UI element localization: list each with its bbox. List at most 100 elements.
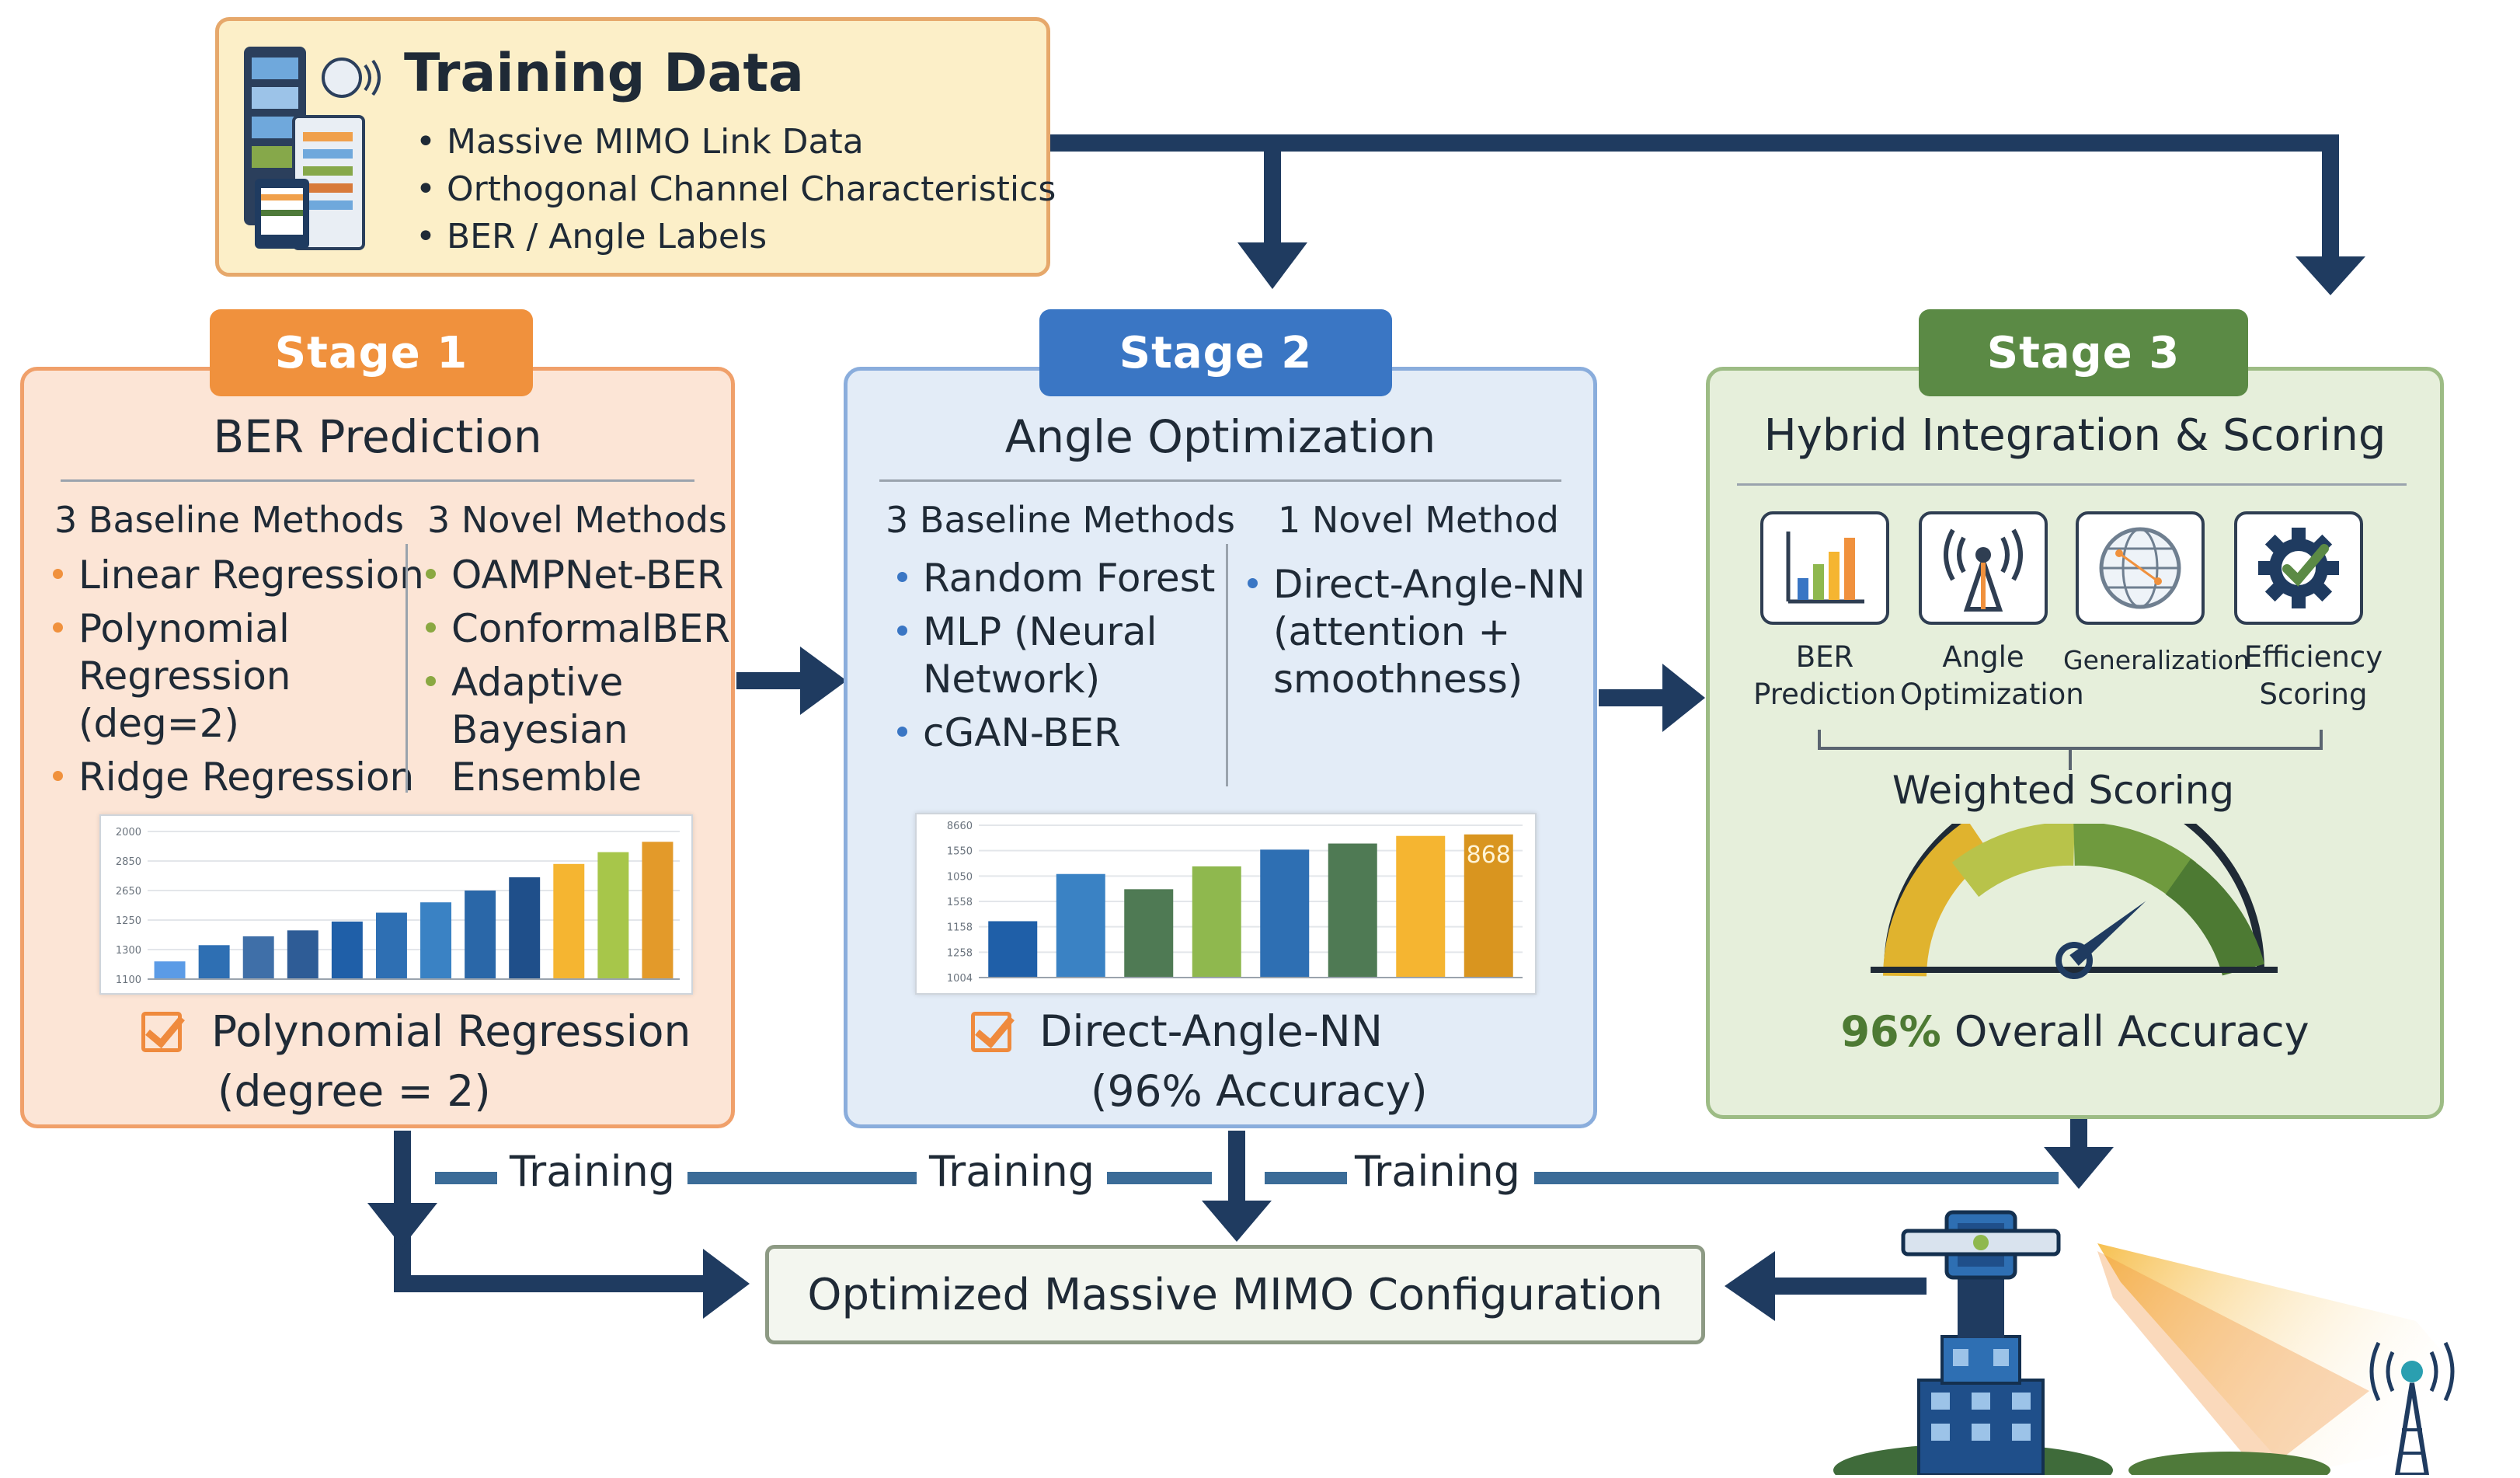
chart-bar: [287, 930, 318, 979]
chart-bar: [642, 842, 674, 979]
stage1-baseline-list: Linear Regression Polynomial Regression …: [53, 552, 424, 801]
y-tick-label: 1300: [116, 945, 141, 957]
arrowhead-stage2-right: [1662, 664, 1705, 732]
weighted-bracket: [1818, 730, 2323, 770]
bar-data-label: 868: [1467, 842, 1511, 869]
stage1-novel-header: 3 Novel Methods: [427, 499, 727, 541]
stage1-result-line2: (degree = 2): [218, 1066, 491, 1116]
stage2-result-line1: Direct-Angle-NN: [1039, 1006, 1383, 1056]
list-item: Adaptive: [426, 659, 730, 706]
accuracy-value: 96%: [1840, 1007, 1941, 1056]
list-item: Polynomial: [53, 605, 424, 653]
stage2-baseline-list: Random Forest MLP (Neural Network) cGAN-…: [897, 555, 1215, 757]
arrowhead-mid-down: [1202, 1201, 1272, 1242]
chart-bar: [1464, 834, 1513, 978]
server-database-icon: [239, 39, 395, 256]
overall-accuracy: 96% Overall Accuracy: [1706, 1007, 2444, 1056]
list-item-continuation: Bayesian: [451, 707, 628, 752]
list-item: Direct-Angle-NN: [1248, 561, 1585, 608]
chart-bar: [1124, 889, 1174, 978]
y-tick-label: 1004: [947, 973, 973, 985]
chart-bar: [420, 902, 452, 979]
check-icon: [141, 1012, 182, 1052]
stage1-divider-rule: [61, 479, 694, 482]
check-icon: [971, 1012, 1011, 1052]
stage2-divider-rule: [879, 479, 1561, 482]
arrowhead-tower-down: [2044, 1147, 2114, 1189]
chart-bar: [331, 921, 363, 979]
list-item: Massive MIMO Link Data: [416, 118, 1056, 166]
chart-bar: [1192, 866, 1241, 978]
chart-bar: [988, 921, 1038, 978]
globe-network-icon: [2076, 511, 2205, 625]
training-data-list: Massive MIMO Link Data Orthogonal Channe…: [416, 118, 1056, 260]
arrowhead-output-left: [1725, 1251, 1775, 1321]
chart-bar: [553, 863, 585, 979]
output-configuration-box: Optimized Massive MIMO Configuration: [765, 1245, 1705, 1344]
y-tick-label: 1158: [947, 922, 973, 934]
y-tick-label: 1550: [947, 846, 973, 858]
list-item: Orthogonal Channel Characteristics: [416, 166, 1056, 213]
chart-bar: [1056, 873, 1105, 978]
stage1-column-divider: [405, 544, 408, 793]
list-item-continuation: smoothness): [1273, 657, 1523, 702]
arrowhead-left-down: [367, 1203, 437, 1247]
list-item: Linear Regression: [53, 552, 424, 599]
stage1-novel-list: OAMPNet-BER ConformalBER Adaptive Bayesi…: [426, 552, 730, 801]
stage2-column-divider: [1226, 544, 1228, 786]
chart-bar: [1328, 843, 1377, 978]
list-item-continuation: (deg=2): [78, 701, 239, 746]
stage1-result-line1: Polynomial Regression: [211, 1006, 691, 1056]
y-tick-label: 2000: [116, 827, 141, 838]
list-item-continuation: (attention +: [1273, 609, 1511, 654]
bar-chart-icon: [1760, 511, 1889, 625]
stage2-panel: [844, 367, 1597, 1128]
y-tick-label: 1558: [947, 897, 973, 908]
arrowhead-stage3-down: [2295, 256, 2365, 295]
stage3-divider-rule: [1737, 483, 2407, 486]
stage2-baseline-header: 3 Baseline Methods: [886, 499, 1236, 541]
list-item: Random Forest: [897, 555, 1215, 602]
list-item: OAMPNet-BER: [426, 552, 730, 599]
list-item: ConformalBER: [426, 605, 730, 653]
stage2-title: Angle Optimization: [1004, 410, 1436, 463]
y-tick-label: 8660: [947, 821, 973, 832]
chart-bar: [198, 945, 230, 979]
training-label-1: Training: [502, 1147, 684, 1196]
gear-check-icon: [2234, 511, 2363, 625]
stage2-tab: Stage 2: [1039, 309, 1392, 396]
y-tick-label: 1050: [947, 871, 973, 883]
arrowhead-left-right: [703, 1249, 750, 1319]
chart-bar: [375, 912, 407, 979]
list-item-continuation: Ensemble: [451, 755, 642, 800]
arrowhead-stage2-down: [1237, 242, 1307, 289]
stage1-tab: Stage 1: [210, 309, 533, 396]
stage1-to-output-line: [394, 1131, 711, 1292]
stage3-title: Hybrid Integration & Scoring: [1763, 410, 2386, 461]
antenna-tower-icon: [1919, 511, 2048, 625]
chart-bar: [1260, 849, 1310, 978]
base-station-tower-icon: [1826, 1197, 2520, 1478]
list-item-continuation: Regression: [78, 654, 291, 699]
training-label-3: Training: [1347, 1147, 1529, 1196]
y-tick-label: 2650: [116, 886, 141, 898]
arrowhead-stage1-right: [800, 647, 847, 715]
chart-bar: [597, 852, 629, 979]
weighted-scoring-label: Weighted Scoring: [1892, 768, 2235, 813]
y-tick-label: 1250: [116, 915, 141, 927]
list-item: cGAN-BER: [897, 709, 1215, 757]
chart-bar: [1396, 835, 1446, 978]
stage2-result-line2: (96% Accuracy): [1091, 1066, 1428, 1116]
training-data-title: Training Data: [404, 43, 804, 104]
stage3-tab: Stage 3: [1919, 309, 2248, 396]
data-to-stage2-line: [1050, 134, 2339, 256]
y-tick-label: 1100: [116, 974, 141, 986]
stage1-baseline-header: 3 Baseline Methods: [54, 499, 405, 541]
list-item: Ridge Regression: [53, 754, 424, 801]
stage1-title: BER Prediction: [213, 410, 542, 463]
